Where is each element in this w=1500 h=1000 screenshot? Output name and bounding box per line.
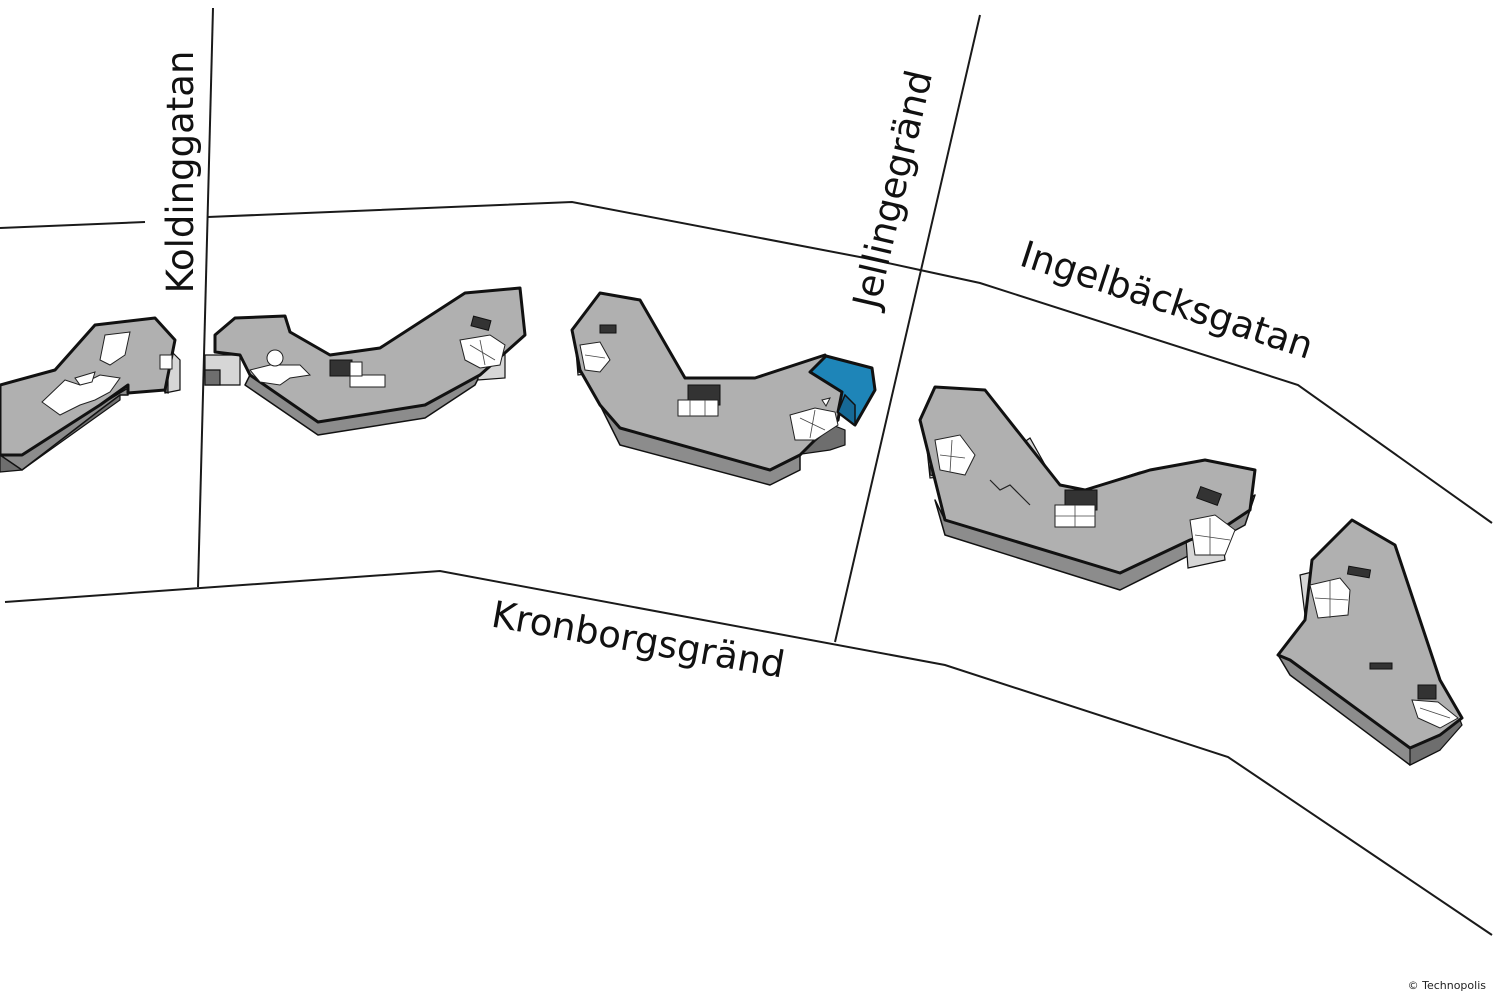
road-upper	[0, 221, 146, 229]
street-label-jellingegrand: Jellingegränd	[844, 66, 941, 314]
road-lower	[4, 569, 1493, 936]
street-label-ingelbacksgatan: Ingelbäcksgatan	[1015, 233, 1318, 368]
building-4[interactable]	[918, 385, 1257, 591]
road-upper-main	[207, 200, 1493, 524]
building-1[interactable]	[0, 316, 181, 473]
building-5[interactable]	[1276, 518, 1464, 766]
building-2[interactable]	[204, 286, 527, 436]
highlighted-unit[interactable]	[808, 354, 877, 427]
road-jellingegrand	[834, 14, 981, 643]
road-koldinggatan	[197, 7, 214, 588]
building-3[interactable]	[570, 291, 877, 486]
building-2-shaft	[329, 359, 353, 377]
copyright-notice: © Technopolis	[1407, 979, 1486, 992]
road-network	[0, 7, 1493, 936]
street-label-kronborgsgrand: Kronborgsgränd	[488, 593, 787, 687]
building-1-light-area	[41, 374, 121, 416]
street-label-koldinggatan: Koldinggatan	[159, 51, 202, 294]
